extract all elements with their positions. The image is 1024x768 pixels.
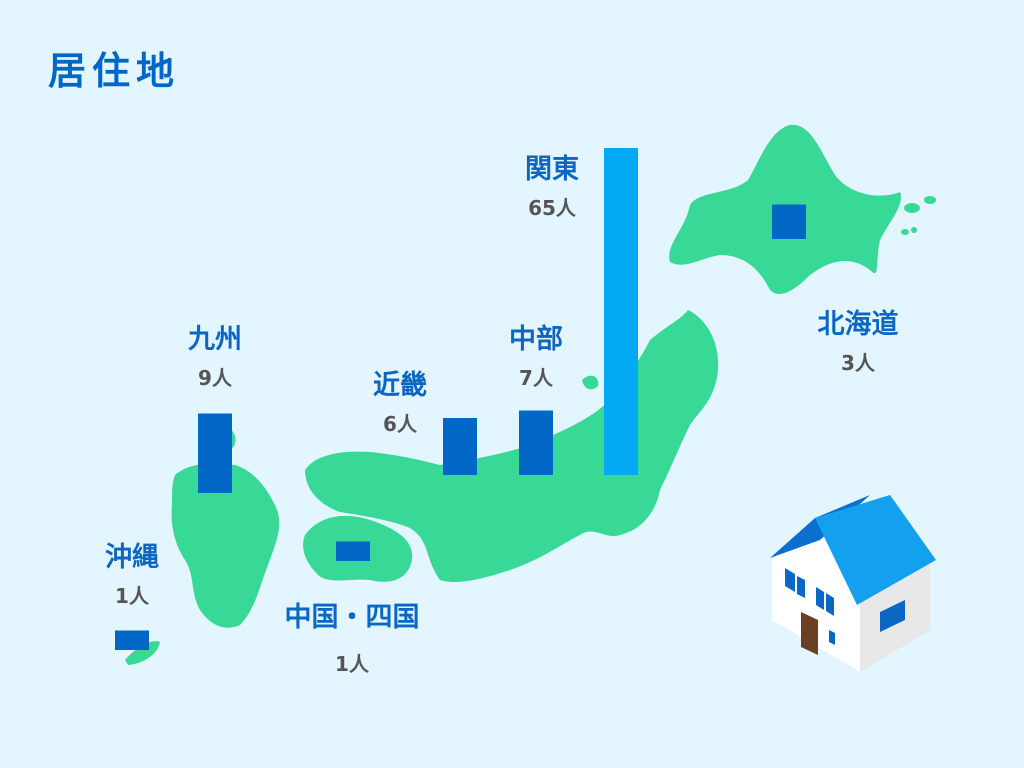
region-value: 1人 [335, 652, 369, 676]
region-value: 3人 [841, 351, 875, 375]
honshu-shape [305, 310, 719, 582]
region-name: 近畿 [373, 370, 427, 401]
region-value: 1人 [115, 584, 149, 608]
bar-4 [519, 410, 553, 475]
region-label: 北海道 3人 [818, 302, 899, 376]
sado-shape [582, 375, 599, 390]
bar-3 [443, 418, 477, 475]
kyushu-shape [171, 463, 280, 628]
region-value: 6人 [383, 412, 417, 436]
region-name: 九州 [188, 324, 242, 355]
region-name: 北海道 [817, 309, 899, 340]
region-label: 中国・四国 1人 [285, 595, 420, 677]
bars [115, 148, 806, 650]
house-icon [770, 495, 936, 672]
region-name: 関東 [525, 154, 579, 185]
region-label: 九州 9人 [188, 317, 242, 391]
region-name: 中国・四国 [284, 602, 420, 633]
bar-6 [772, 204, 806, 239]
bar-2 [336, 541, 370, 561]
bar-1 [198, 413, 232, 493]
region-name: 沖縄 [105, 542, 159, 573]
region-label: 近畿 6人 [373, 363, 427, 437]
region-label: 関東 65人 [525, 147, 579, 221]
region-label: 中部 7人 [509, 317, 563, 391]
region-name: 中部 [509, 324, 563, 355]
region-value: 65人 [528, 196, 576, 220]
okinawa-shape [125, 641, 160, 665]
bar-0 [115, 630, 149, 650]
region-value: 7人 [519, 366, 553, 390]
bar-5 [604, 148, 638, 475]
region-label: 沖縄 1人 [105, 535, 159, 609]
region-value: 9人 [198, 366, 232, 390]
page-title: 居住地 [48, 49, 181, 93]
